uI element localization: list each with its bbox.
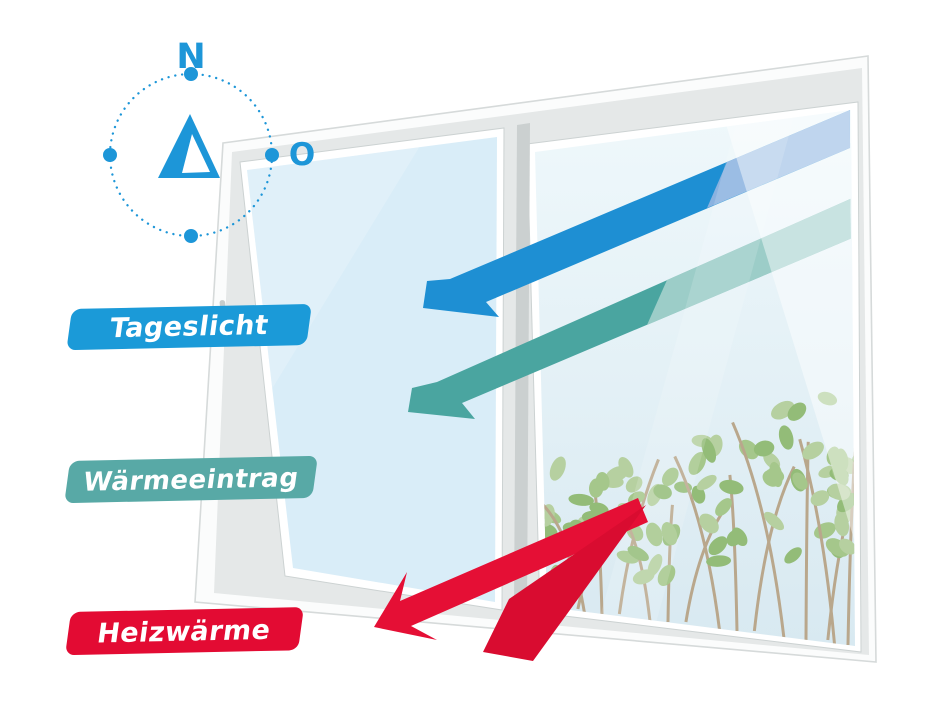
tageslicht-badge-bg <box>67 304 311 350</box>
left-glass-sheen <box>247 146 420 430</box>
waermeeintrag-badge: Wärmeeintrag <box>65 455 317 503</box>
tageslicht-badge-label: Tageslicht <box>108 310 271 344</box>
north-label: N <box>176 37 205 77</box>
compass-needle-icon <box>158 114 220 178</box>
heizwaerme-badge-bg <box>66 607 303 655</box>
heat-gain-arrow <box>408 196 854 419</box>
compass-dot-west <box>103 148 117 162</box>
heat-gain-arrow-outside-tail <box>647 196 854 325</box>
compass: N O <box>103 37 315 243</box>
tageslicht-badge: Tageslicht <box>67 304 311 350</box>
east-label: O <box>289 137 315 173</box>
daylight-arrow-outside-tail <box>707 107 854 208</box>
heizwaerme-badge: Heizwärme <box>66 607 303 655</box>
right-glass-sheen-corner <box>716 110 855 552</box>
compass-dot-south <box>184 229 198 243</box>
waermeeintrag-badge-bg <box>65 455 317 503</box>
compass-dot-north <box>184 67 198 81</box>
daylight-arrow <box>423 107 854 317</box>
heating-heat-incident-ray <box>483 505 646 661</box>
heizwaerme-badge-label: Heizwärme <box>95 615 272 650</box>
heating-heat-arrow <box>374 498 648 661</box>
heating-heat-reflected-arrow <box>374 498 648 640</box>
waermeeintrag-badge-label: Wärmeeintrag <box>81 463 300 497</box>
compass-dot-east <box>265 148 279 162</box>
